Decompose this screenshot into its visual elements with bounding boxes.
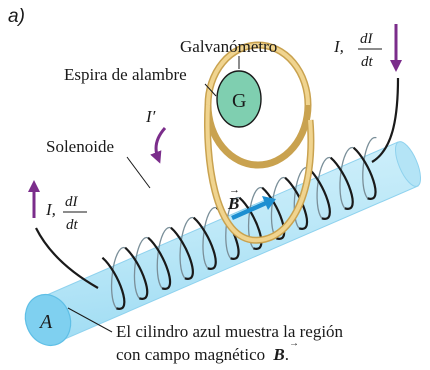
solenoid-winding-front <box>192 216 217 270</box>
caption-line-1: El cilindro azul muestra la región <box>116 322 344 341</box>
cylinder-far-end <box>394 141 422 187</box>
solenoid-label: Solenoide <box>46 137 114 156</box>
panel-label: a) <box>8 6 25 27</box>
left-current-num: dI <box>65 194 79 210</box>
caption-vector-B: B <box>272 345 284 364</box>
area-label: A <box>38 311 53 333</box>
field-vector-label: B <box>227 194 239 213</box>
magnetic-field-arrowhead <box>262 196 276 210</box>
solenoid-winding-front <box>329 156 354 210</box>
wire-loop-label: Espira de alambre <box>64 65 187 84</box>
galvanometer-label: Galvanómetro <box>180 37 277 56</box>
galvanometer-symbol: G <box>232 90 246 112</box>
induced-current-arrow <box>150 126 167 164</box>
right-current-num: dI <box>360 31 374 47</box>
caption-vector-arrow-glyph: → <box>289 338 299 349</box>
caption-leader <box>67 307 113 333</box>
magnetic-field-arrow <box>231 200 267 221</box>
field-cylinder <box>39 141 419 343</box>
right-lead-wire <box>371 77 400 163</box>
solenoid-winding-front <box>261 186 286 240</box>
solenoid-leader <box>126 156 151 189</box>
solenoid-winding-front <box>147 236 172 290</box>
wire-loop-lower-highlight <box>205 104 313 243</box>
solenoid-winding-front <box>170 226 194 280</box>
wire-loop-front <box>204 104 312 169</box>
solenoid-winding-front <box>124 246 149 300</box>
cylinder-near-end <box>24 293 72 347</box>
solenoid-front-windings <box>101 146 377 310</box>
left-current-den: dt <box>66 217 79 233</box>
right-current-den: dt <box>361 54 374 70</box>
galvanometer-body <box>216 70 262 128</box>
left-lead-wire <box>35 227 99 289</box>
caption-line-2-end: . <box>285 345 289 364</box>
solenoid-winding-front <box>238 196 263 250</box>
induced-current-label: I′ <box>145 107 156 126</box>
caption-line-2: con campo magnético B. <box>116 345 289 364</box>
solenoid-winding-front <box>352 146 377 200</box>
wire-loop-leader <box>204 83 217 97</box>
vector-arrow-glyph: → <box>229 184 240 196</box>
right-current-I: I, <box>333 37 344 56</box>
left-current-I: I, <box>45 200 56 219</box>
caption-line-2-text: con campo magnético <box>116 345 265 364</box>
solenoid-winding-front <box>307 166 331 220</box>
wire-loop-back-highlight <box>206 43 310 106</box>
solenoid-winding-front <box>101 256 126 310</box>
solenoid-winding-front <box>284 176 309 230</box>
